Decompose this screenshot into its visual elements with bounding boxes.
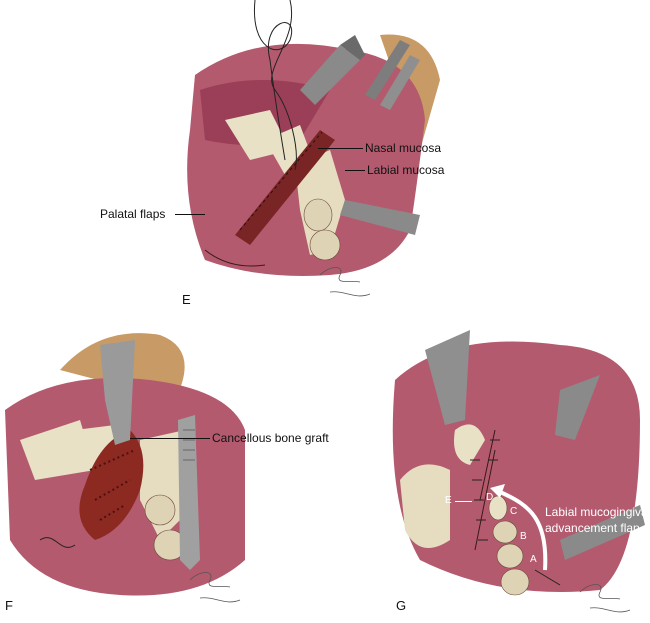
bone-graft-leader — [130, 438, 210, 439]
panel-letter-e: E — [182, 292, 191, 307]
label-palatal-flaps: Palatal flaps — [100, 207, 166, 221]
point-c: C — [510, 506, 518, 517]
label-nasal-mucosa: Nasal mucosa — [365, 141, 442, 155]
panel-letter-g: G — [396, 598, 407, 613]
palatal-flaps-leader — [175, 214, 205, 215]
point-e-leader — [455, 501, 472, 502]
label-labial-mucosa: Labial mucosa — [367, 163, 445, 177]
label-cancellous-bone-graft: Cancellous bone graft — [212, 431, 329, 445]
point-e: E — [445, 495, 452, 506]
point-b: B — [520, 531, 527, 542]
point-a: A — [530, 554, 537, 565]
label-advancement-flap-line1: Labial mucogingival — [545, 505, 650, 519]
label-advancement-flap-line2: advancement flap — [545, 521, 640, 535]
labial-mucosa-leader — [345, 170, 365, 171]
panel-letter-f: F — [5, 598, 13, 613]
point-d: D — [486, 492, 494, 503]
nasal-mucosa-leader — [318, 148, 363, 149]
